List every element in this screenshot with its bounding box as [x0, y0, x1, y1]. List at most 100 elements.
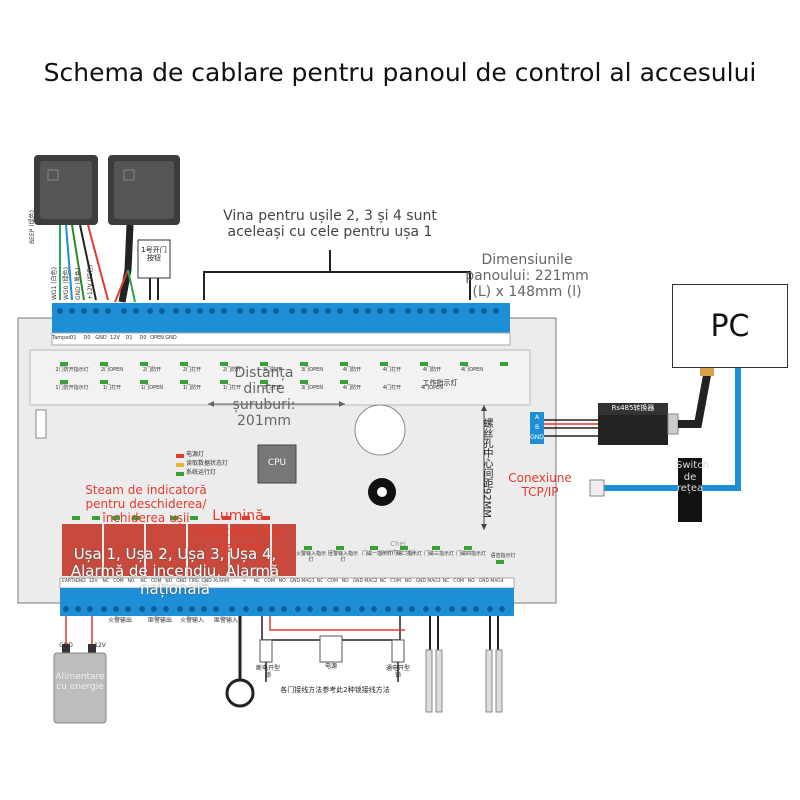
- bottom-terminal-label: NC: [316, 579, 324, 584]
- door-button-label: Chei pentru uși: [380, 540, 416, 557]
- rs485-label: Rs485转换器: [611, 404, 655, 412]
- rs485-terminal-b: B: [534, 424, 540, 431]
- power-cn-label: 电源: [324, 663, 337, 670]
- bottom-terminal-label: EARTH: [62, 579, 77, 584]
- reader-wire-label: WG0 (绿色): [63, 267, 70, 300]
- network-switch: [678, 458, 702, 522]
- top-terminal-label: D1: [125, 335, 133, 341]
- output-alarm: 匪警输出: [147, 617, 172, 624]
- input-indicator-label: 门磁二指示灯: [392, 551, 423, 557]
- reader-wires: [59, 224, 136, 303]
- bottom-terminal-label: NO: [127, 579, 135, 584]
- bottom-terminal-label: MAG3: [427, 579, 441, 584]
- rj45-plug: [589, 479, 605, 497]
- cpu-chip: [257, 444, 297, 484]
- input-indicator-label: 语音指示灯: [490, 553, 516, 559]
- power-terminal-12v: 12V: [94, 642, 106, 649]
- bottom-terminal-label: GND: [289, 579, 300, 584]
- tcp-label: Conexiune TCP/IP: [508, 471, 572, 499]
- indicator-label-row1: 4门OPEN: [460, 367, 484, 373]
- status-light-read: 读取数据状态灯: [186, 460, 229, 467]
- reader-wire-label: +12V (红色): [87, 264, 94, 300]
- card-reader-1: [34, 155, 98, 225]
- indicator-label-row1: 2门打开: [182, 367, 202, 373]
- card-reader-2: [108, 155, 180, 225]
- bottom-terminal-label: GND: [176, 579, 187, 584]
- bottom-terminal-label: FIRE: [189, 579, 199, 584]
- bottom-terminal-label: NO: [404, 579, 412, 584]
- indicator-label-row2: 3门打开: [262, 385, 282, 391]
- indicator-label-row2: 4门OPEN: [420, 385, 444, 391]
- bottom-terminal-label: COM: [113, 579, 124, 584]
- bottom-terminal-label: NO: [278, 579, 286, 584]
- top-terminal-label: 12V: [110, 335, 120, 341]
- bottom-terminal-label: ALARM: [213, 579, 229, 584]
- indicator-label-row2: 4门防开: [342, 385, 362, 391]
- indicator-label-row2: 1门防开指示灯: [55, 385, 89, 391]
- reader-wire-label: WG1 (白色): [51, 267, 58, 300]
- status-light-run: 系统运行灯: [186, 469, 217, 476]
- power-terminal-gnd: GND: [59, 642, 73, 649]
- bottom-terminal-label: NO: [467, 579, 475, 584]
- rs485-terminal-a: A: [534, 414, 540, 421]
- input-indicator-label: 火警输入指示灯: [296, 551, 327, 563]
- indicator-label-row2: 3门OPEN: [300, 385, 324, 391]
- lock-wiring: [259, 616, 405, 682]
- screw-hole-spacing: 螺丝孔中心间距92MM: [481, 418, 492, 518]
- indicator-label-row2: 4门打开: [382, 385, 402, 391]
- top-terminal-label: D0: [83, 335, 91, 341]
- bottom-terminal-label: NC: [140, 579, 147, 584]
- indicator-label-row1: 2门防开: [222, 367, 242, 373]
- input-indicator-label: 匪警输入指示灯: [328, 551, 359, 563]
- bottom-terminal-label: MAG4: [490, 579, 504, 584]
- buzzer: [354, 404, 406, 456]
- relay-labels: Ușa 1, Ușa 2, Ușa 3, Ușa 4, Alarmă de in…: [70, 545, 280, 598]
- led-row-2: [60, 380, 348, 384]
- doors-bracket: [203, 250, 471, 300]
- switch-label: Switch de rețea: [676, 460, 710, 494]
- door-indicator-note: Steam de indicatoră pentru deschiderea/î…: [85, 483, 207, 525]
- door-sensors: [425, 616, 503, 713]
- indicator-label-row1: 4门防开: [342, 367, 362, 373]
- indicator-label-row1: 3门OPEN: [300, 367, 324, 373]
- input-fire: 火警输入: [179, 617, 204, 624]
- indicator-label-row2: 1门打开: [222, 385, 242, 391]
- indicator-label-row2: 1门OPEN: [140, 385, 164, 391]
- indicator-label-row1: 2门OPEN: [100, 367, 124, 373]
- door-leds: [72, 516, 198, 520]
- input-indicator-label: 门磁四指示灯: [456, 551, 487, 557]
- indicator-label-row1: 2门防开指示灯: [55, 367, 89, 373]
- bottom-terminal-label: NC: [442, 579, 450, 584]
- indicator-label-row1: 4门防开: [422, 367, 442, 373]
- bottom-terminal-label: NC: [253, 579, 261, 584]
- rs485-terminal-gnd: GND: [530, 434, 544, 441]
- bottom-terminal-label: GND: [352, 579, 363, 584]
- power-supply-box: [53, 616, 107, 724]
- indicator-label-row1: 3门防开: [262, 367, 282, 373]
- top-terminal-label: Tamper: [52, 335, 71, 341]
- bottom-terminal-label: NC: [379, 579, 387, 584]
- bottom-terminal-label: NO: [341, 579, 349, 584]
- bottom-terminal-label: GND: [75, 579, 86, 584]
- bottom-terminals: [59, 577, 515, 616]
- page-title: Schema de cablare pentru panoul de contr…: [43, 58, 757, 87]
- output-fire: 火警输出: [107, 617, 132, 624]
- screw-distance-note: Distanța dintre șuruburi: 201mm: [232, 365, 296, 430]
- lock-cn-2: 通电开型锁: [385, 665, 410, 679]
- bottom-terminal-label: -: [230, 579, 233, 584]
- input-indicator-label: 门磁一指示灯: [362, 551, 393, 557]
- pc-box: PC: [672, 284, 788, 368]
- doors-wiring-note: Vina pentru ușile 2, 3 și 4 sunt aceleaș…: [223, 208, 437, 241]
- work-light-label: 工作指示灯: [422, 379, 458, 387]
- indicator-panel: [29, 349, 531, 406]
- indicator-label-row1: 2门防开: [142, 367, 162, 373]
- bottom-terminal-label: GND: [478, 579, 489, 584]
- reader-wire-label: GND (黑色): [75, 267, 82, 300]
- bottom-terminal-label: +: [242, 579, 247, 584]
- bottom-terminal-label: GND: [415, 579, 426, 584]
- bottom-terminal-label: COM: [390, 579, 401, 584]
- wire-label-beep: BEEP (绿色): [29, 210, 36, 244]
- bottom-terminal-label: NO: [165, 579, 173, 584]
- panel-dimensions-note: Dimensiunile panoului: 221mm (L) x 148mm…: [465, 252, 589, 301]
- top-terminal-label: D0: [139, 335, 147, 341]
